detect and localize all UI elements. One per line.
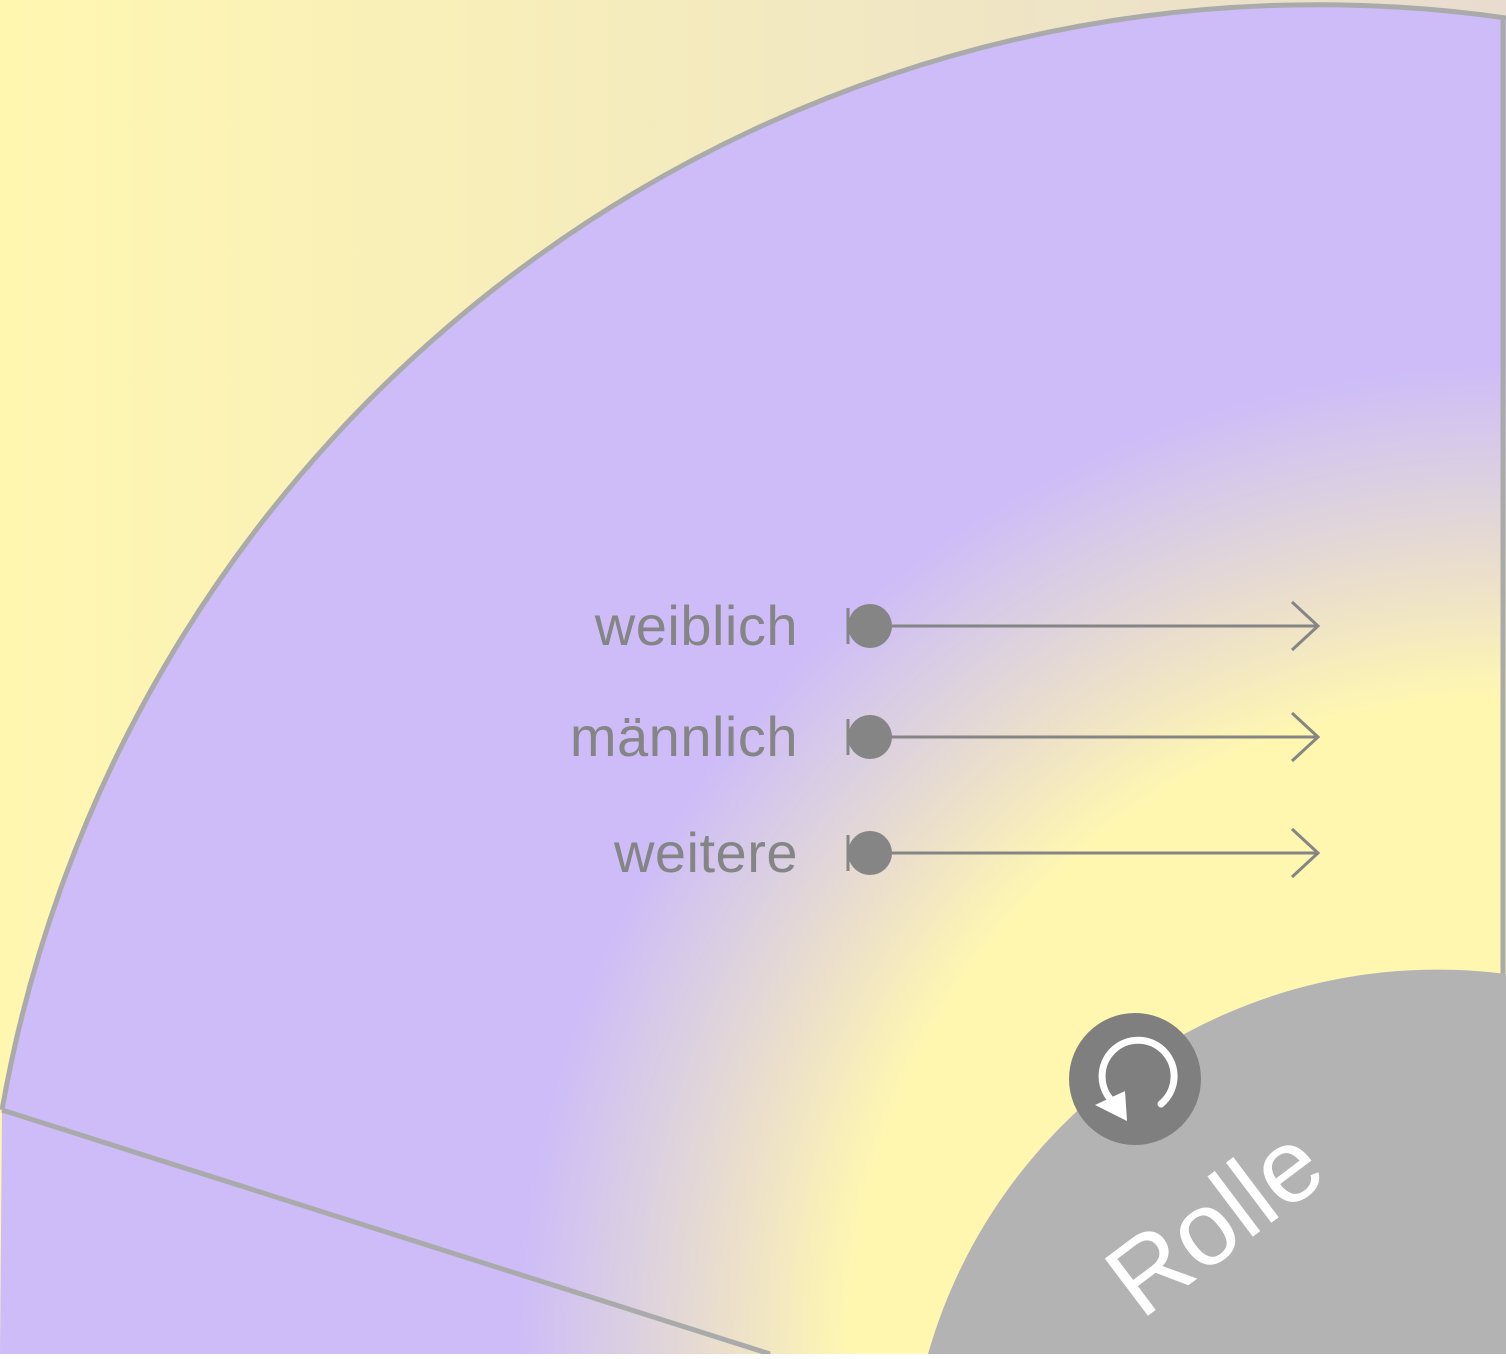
- sector-outer-arc: [0, 2, 1506, 1111]
- slider-label-weiblich: weiblich: [594, 594, 798, 657]
- slider-row-maennlich: männlich: [0, 697, 1506, 777]
- slider-label-weitere: weitere: [613, 821, 798, 884]
- slider-handle-weiblich[interactable]: [848, 604, 892, 648]
- slider-label-maennlich: männlich: [569, 705, 798, 768]
- slider-handle-maennlich[interactable]: [848, 715, 892, 759]
- sector-divider: [1, 1107, 771, 1357]
- slider-weitere[interactable]: [846, 813, 1326, 893]
- slider-weiblich[interactable]: [846, 586, 1326, 666]
- slider-handle-weitere[interactable]: [848, 831, 892, 875]
- rotate-ccw-icon: [1095, 1036, 1178, 1121]
- slider-row-weitere: weitere: [0, 813, 1506, 893]
- slider-row-weiblich: weiblich: [0, 586, 1506, 666]
- hub-disc: [928, 969, 1506, 1354]
- reset-button[interactable]: [1069, 1013, 1201, 1145]
- slider-maennlich[interactable]: [846, 697, 1326, 777]
